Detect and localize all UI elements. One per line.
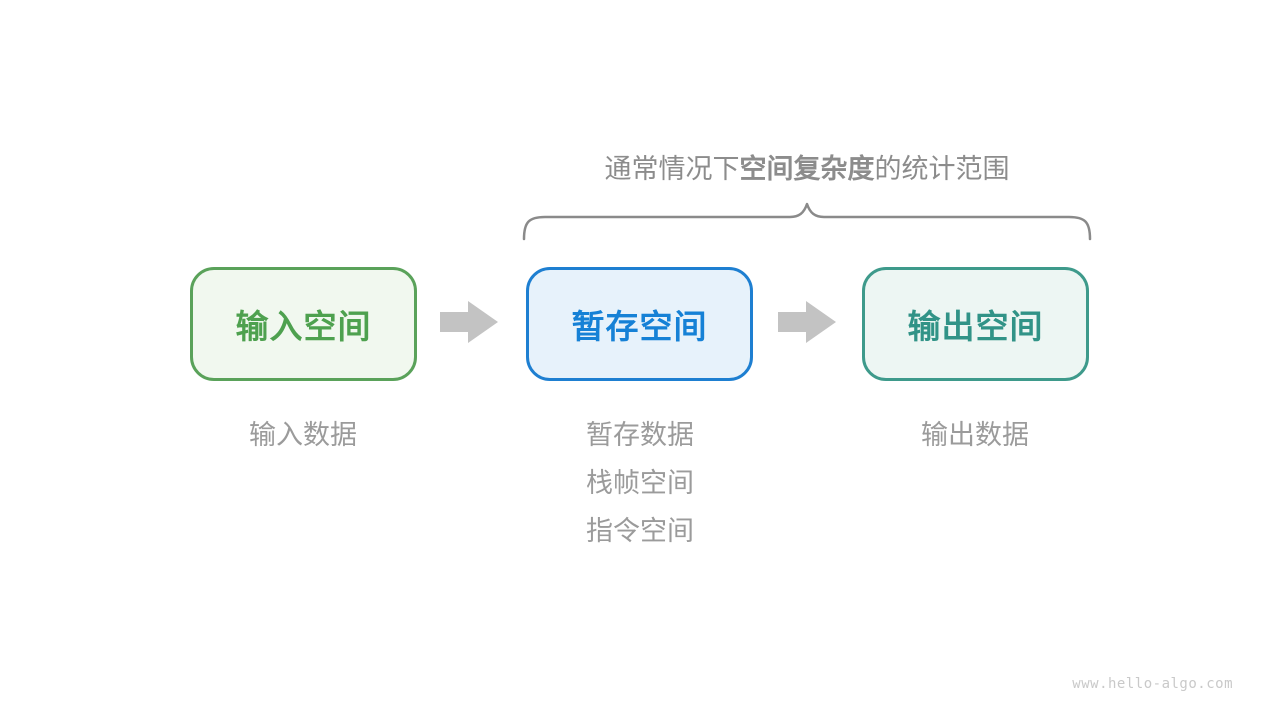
input-space-label: 输入空间: [235, 308, 372, 345]
caption-line: 输出数据: [921, 420, 1029, 450]
title-prefix: 通常情况下: [604, 154, 740, 184]
caption-line: 指令空间: [586, 516, 694, 546]
input-space-caption: 输入数据: [249, 421, 357, 469]
temp-space-caption: 暂存数据 栈帧空间 指令空间: [586, 421, 694, 565]
curly-brace-icon: [522, 202, 1092, 241]
right-arrow-shape: [440, 301, 498, 343]
title-bold-term: 空间复杂度: [739, 154, 875, 184]
output-space-box: 输出空间: [862, 267, 1089, 381]
caption-line: 栈帧空间: [586, 468, 694, 498]
output-space-caption: 输出数据: [921, 421, 1029, 469]
output-space-label: 输出空间: [907, 308, 1044, 345]
curly-brace-path: [522, 202, 1092, 241]
input-space-box: 输入空间: [190, 267, 417, 381]
right-arrow-icon: [440, 301, 498, 343]
right-arrow-shape: [778, 301, 836, 343]
temp-space-label: 暂存空间: [571, 308, 708, 345]
right-arrow-icon: [778, 301, 836, 343]
caption-line: 输入数据: [249, 420, 357, 450]
temp-space-box: 暂存空间: [526, 267, 753, 381]
diagram-title: 通常情况下空间复杂度的统计范围: [605, 147, 1010, 186]
watermark: www.hello-algo.com: [1072, 676, 1233, 692]
caption-line: 暂存数据: [586, 420, 694, 450]
title-suffix: 的统计范围: [874, 154, 1010, 184]
